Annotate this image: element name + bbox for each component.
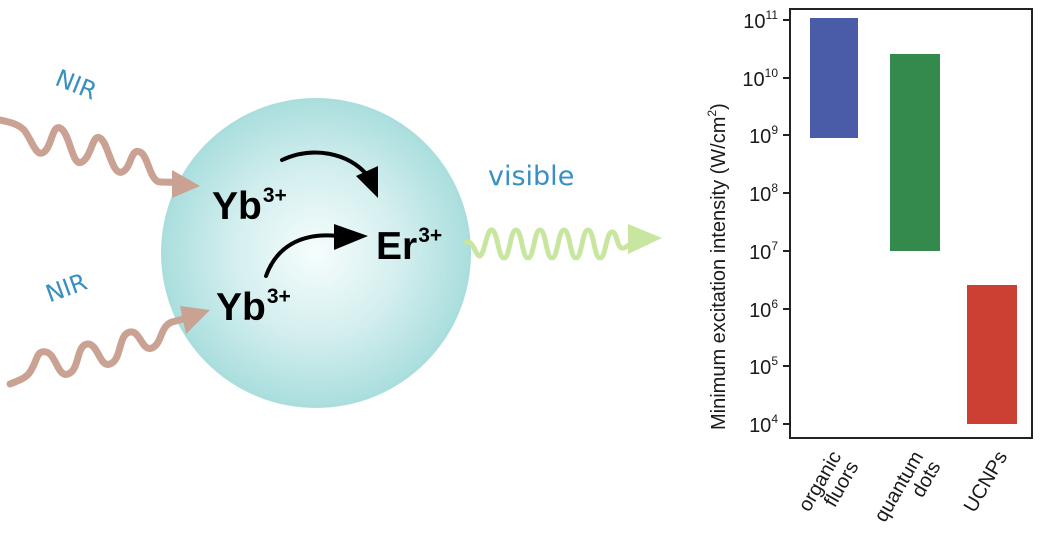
- bar-quantum-dots: [890, 53, 940, 251]
- y-tick-mark: [783, 249, 790, 252]
- y-tick-mark: [783, 192, 790, 195]
- ion-charge: 3+: [262, 184, 287, 207]
- ion-label-yb-lower: Yb3+: [216, 286, 291, 327]
- y-tick-mark: [783, 19, 790, 21]
- energy-transfer-arrow-upper: [280, 150, 378, 198]
- y-tick-label: 1010: [742, 65, 778, 91]
- y-tick-mark: [783, 307, 790, 310]
- visible-wave-arrow: [463, 224, 662, 261]
- ion-symbol: Er: [376, 225, 418, 268]
- visible-label: visible: [488, 161, 575, 192]
- nanoparticle-sphere: [161, 98, 471, 408]
- x-category-organic-fluors: organic fluors: [794, 447, 864, 516]
- ion-symbol: Yb: [216, 286, 266, 329]
- nir-wave-arrow-lower: [6, 306, 210, 388]
- y-tick-label: 104: [749, 412, 778, 437]
- ion-label-er: Er3+: [376, 225, 442, 266]
- y-tick-mark: [783, 76, 790, 79]
- y-tick-mark: [783, 134, 790, 137]
- bar-organic-fluors: [810, 17, 858, 139]
- ion-label-yb-upper: Yb3+: [212, 185, 287, 226]
- ion-symbol: Yb: [212, 185, 262, 228]
- ion-charge: 3+: [266, 285, 291, 308]
- y-axis-label: Minimum excitation intensity (W/cm2): [705, 103, 730, 430]
- y-tick-label: 1011: [743, 8, 778, 33]
- y-tick-label: 105: [749, 354, 778, 380]
- x-category-quantum-dots: quantum dots: [870, 447, 946, 526]
- nir-wave-arrow-upper: [0, 116, 200, 198]
- bar-ucnps: [967, 284, 1017, 424]
- y-tick-label: 106: [749, 296, 778, 322]
- y-tick-label: 107: [749, 238, 778, 264]
- y-tick-label: 108: [749, 181, 778, 207]
- energy-transfer-arrow-lower: [264, 224, 368, 278]
- y-tick-mark: [783, 423, 790, 425]
- y-tick-label: 109: [749, 123, 778, 149]
- plot-area: [789, 8, 1033, 439]
- ion-charge: 3+: [418, 224, 443, 247]
- x-category-ucnps: UCNPs: [959, 447, 1013, 517]
- y-tick-mark: [783, 365, 790, 368]
